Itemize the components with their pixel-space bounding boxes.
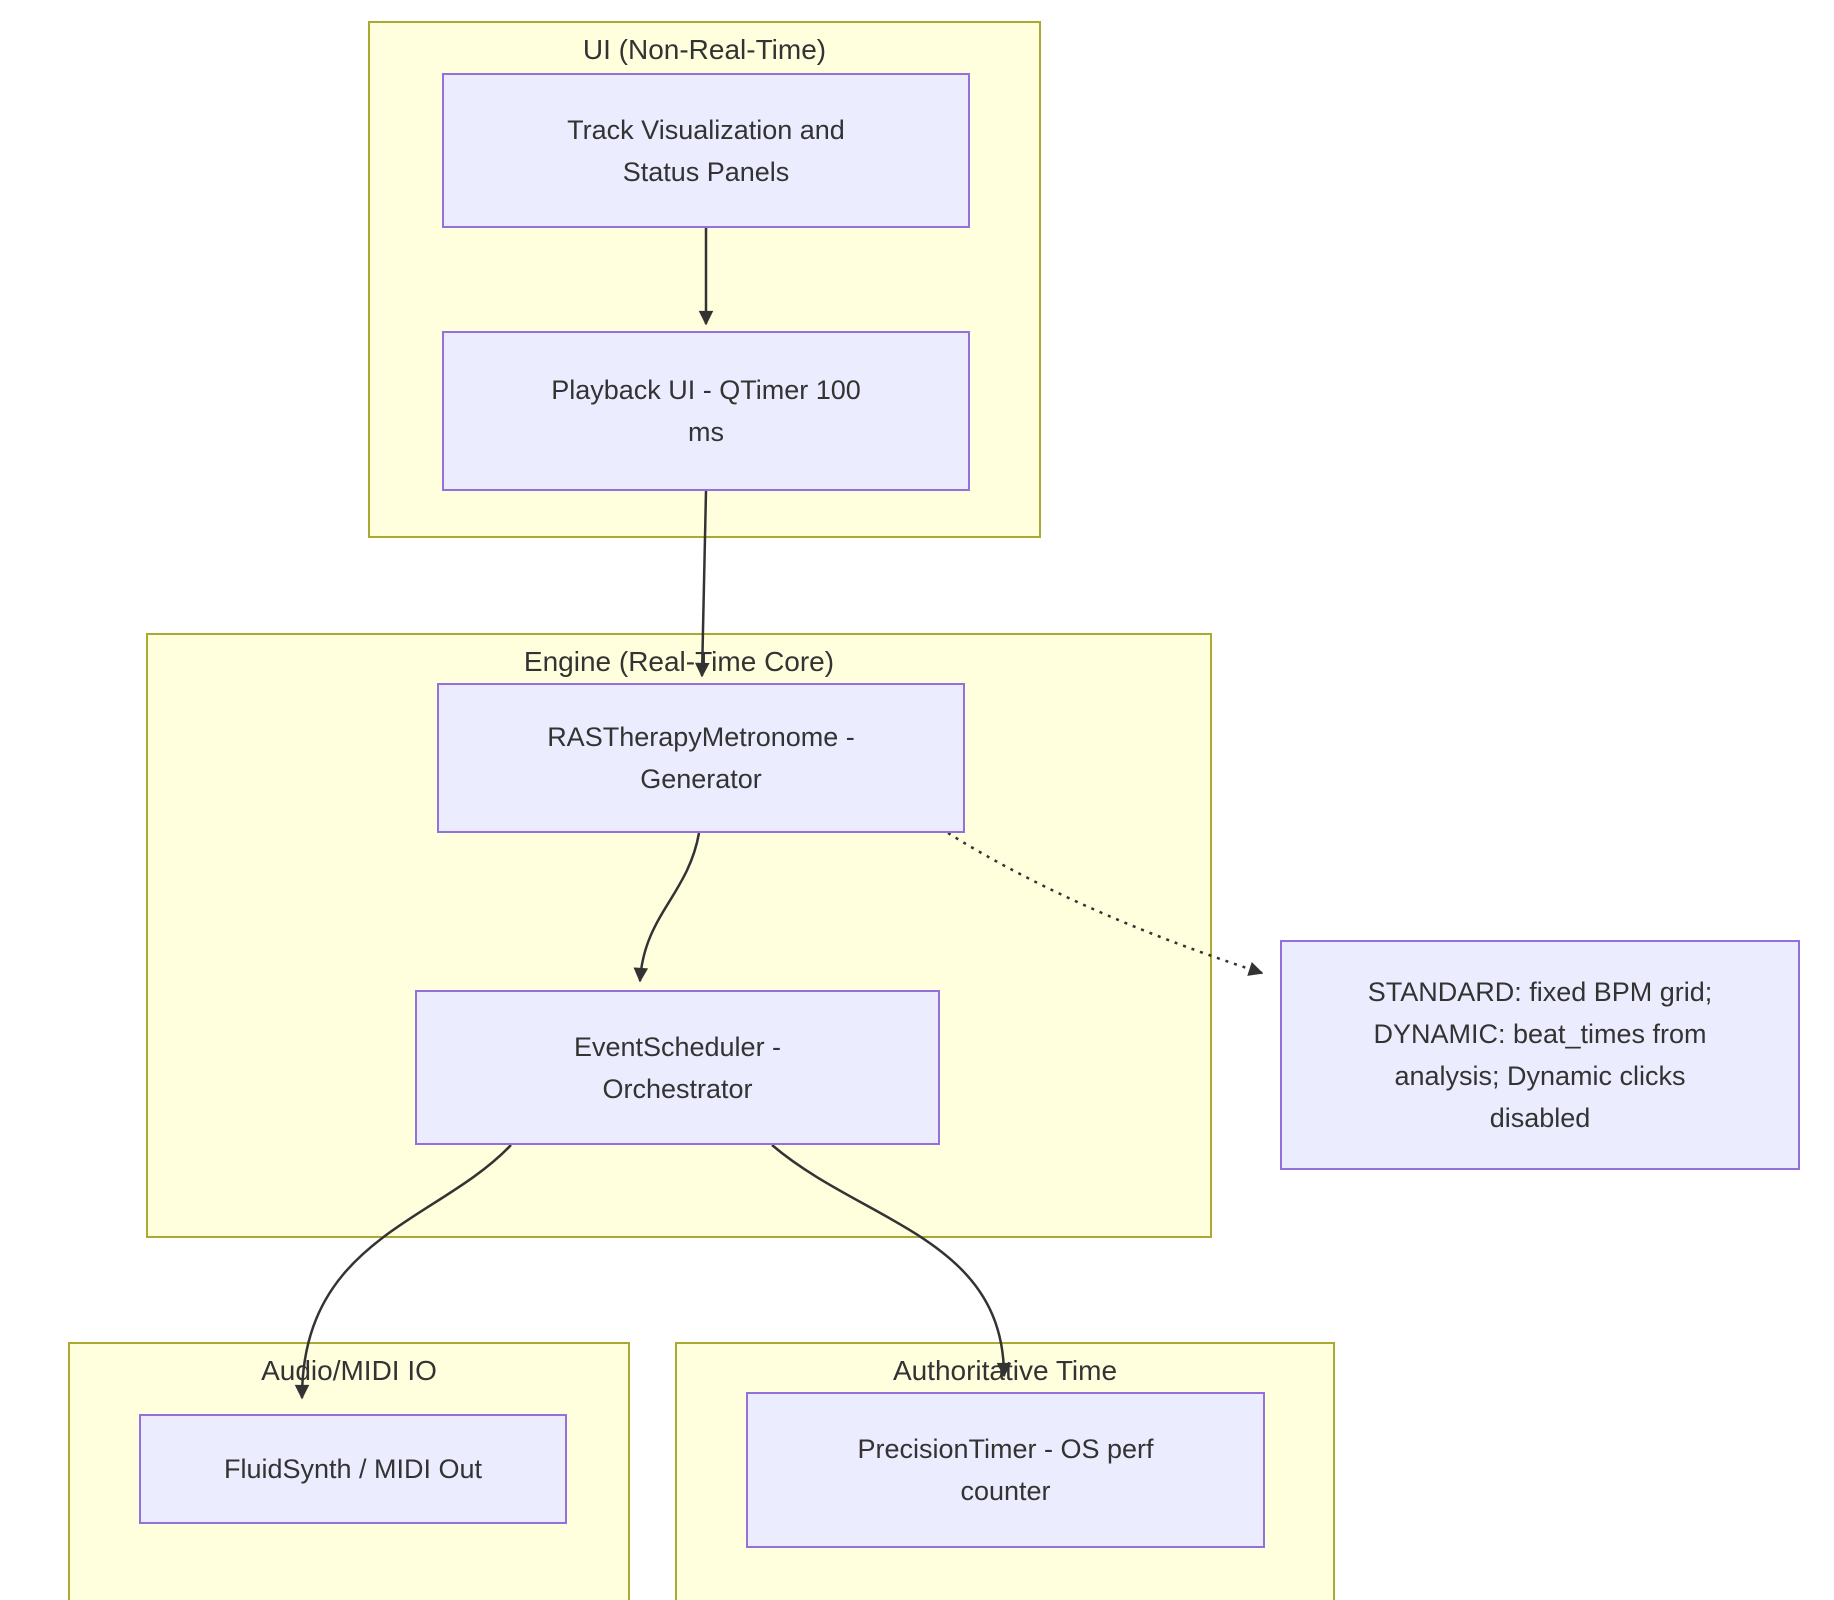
note-label-line: disabled — [1489, 1103, 1591, 1133]
node-note-modes: STANDARD: fixed BPM grid; DYNAMIC: beat_… — [1280, 940, 1800, 1170]
note-label-line: analysis; Dynamic clicks — [1394, 1061, 1686, 1091]
node-label-line: Generator — [640, 764, 762, 794]
node-label-line: Status Panels — [622, 156, 790, 187]
node-label-line: Orchestrator — [602, 1073, 753, 1104]
node-label-line: EventScheduler - — [573, 1031, 782, 1062]
node-label-line: ms — [688, 417, 724, 447]
node-label-line: Track Visualization and — [567, 114, 845, 145]
node-label-line: PrecisionTimer - OS perf — [857, 1434, 1154, 1464]
cluster-engine-title: Engine (Real-Time Core) — [523, 646, 835, 677]
cluster-ui-title: UI (Non-Real-Time) — [582, 34, 827, 65]
node-track-visualization: Track Visualization and Status Panels — [442, 73, 970, 228]
node-event-scheduler: EventScheduler - Orchestrator — [415, 990, 940, 1145]
node-label-line: counter — [960, 1476, 1051, 1506]
node-precision-timer: PrecisionTimer - OS perf counter — [746, 1392, 1265, 1548]
note-label-line: STANDARD: fixed BPM grid; — [1367, 977, 1713, 1007]
node-fluidsynth: FluidSynth / MIDI Out — [139, 1414, 567, 1524]
node-label-line: FluidSynth / MIDI Out — [223, 1454, 483, 1484]
node-label-line: RASTherapyMetronome - — [547, 722, 855, 752]
node-ras-therapy-metronome: RASTherapyMetronome - Generator — [437, 683, 965, 833]
note-label-line: DYNAMIC: beat_times from — [1373, 1019, 1707, 1049]
cluster-audio-midi-io-title: Audio/MIDI IO — [261, 1355, 437, 1386]
cluster-authoritative-time-title: Authoritative Time — [892, 1355, 1118, 1386]
node-label-line: Playback UI - QTimer 100 — [551, 375, 861, 405]
node-playback-ui: Playback UI - QTimer 100 ms — [442, 331, 970, 491]
